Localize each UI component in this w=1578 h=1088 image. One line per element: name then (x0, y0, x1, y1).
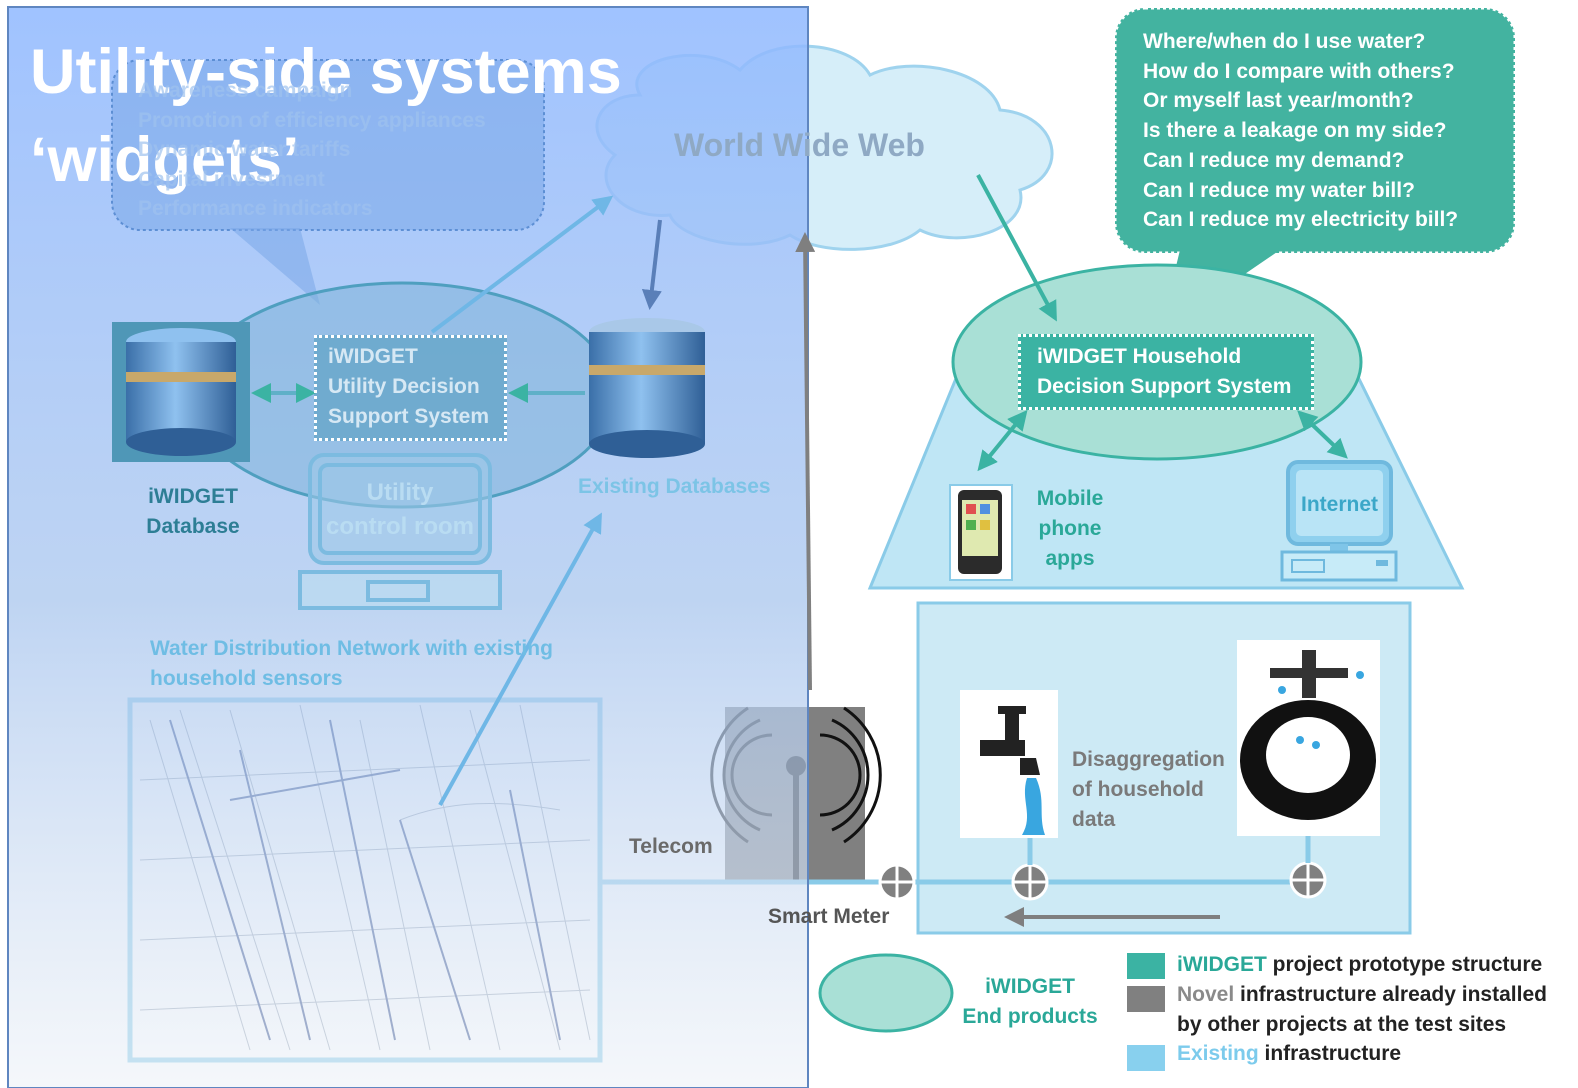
tap-icon (960, 690, 1058, 838)
title-line-1: Utility-side systems (30, 37, 622, 107)
control-room-computer-icon (298, 453, 502, 610)
disaggregation-line: Disaggregation (1072, 748, 1225, 771)
cloud-to-household-arrow (976, 174, 1057, 322)
end-products-line: iWIDGET (985, 975, 1075, 998)
question-item: Or myself last year/month? (1143, 89, 1414, 113)
legend-swatch-prototype (1127, 953, 1165, 979)
utility-dss-line: iWIDGET (328, 345, 418, 368)
mobile-line: apps (1045, 547, 1095, 570)
mobile-phone-icon (949, 484, 1013, 581)
utility-bubble-shape (111, 59, 545, 305)
dss-internet-arrow (1297, 410, 1348, 459)
question-item: How do I compare with others? (1143, 59, 1455, 83)
internet-computer-icon (1280, 460, 1398, 582)
question-item: Can I reduce my water bill? (1143, 178, 1415, 202)
disaggregation-label: Disaggregation of household data (1072, 745, 1225, 835)
internet-label: Internet (1300, 493, 1378, 516)
question-item: Can I reduce my electricity bill? (1143, 208, 1459, 232)
network-label-line: Water Distribution Network with existing (150, 637, 553, 660)
toilet-node (1289, 861, 1327, 899)
network-label: Water Distribution Network with existing… (150, 634, 553, 694)
utility-dss-text: iWIDGET Utility Decision Support System (328, 342, 489, 432)
network-label-line: household sensors (150, 667, 343, 690)
question-item: Is there a leakage on my side? (1143, 119, 1447, 143)
end-products-line: End products (962, 1005, 1098, 1028)
iwidget-database-label: iWIDGET Database (120, 482, 266, 542)
legend-key: Novel (1177, 983, 1235, 1006)
disaggregation-line: data (1072, 808, 1116, 831)
title-line-2: ‘widgets’ (30, 125, 300, 195)
dss-mobile-arrow (977, 409, 1028, 472)
utility-bubble-item: Performance indicators (138, 197, 373, 220)
existing-database-icon (589, 318, 705, 458)
mobile-label: Mobile phone apps (1020, 484, 1120, 574)
utility-dss-line: Support System (328, 405, 490, 428)
legend-text: infrastructure already installed (1234, 983, 1547, 1006)
page-title: Utility-side systems ‘widgets’ (30, 28, 622, 204)
mobile-line: phone (1038, 517, 1102, 540)
cloud-to-db-arrow (641, 219, 662, 310)
question-item: Can I reduce my demand? (1143, 148, 1405, 172)
legend-item-novel: Novel infrastructure already installed b… (1177, 980, 1547, 1040)
household-dss-box (1018, 334, 1314, 410)
legend-swatch-existing (1127, 1045, 1165, 1071)
utility-dss-box (314, 335, 507, 441)
legend-key: iWIDGET (1177, 953, 1267, 976)
questions-text: Where/when do I use water? How do I comp… (1143, 27, 1458, 235)
legend-key: Existing (1177, 1042, 1259, 1065)
mobile-line: Mobile (1036, 487, 1104, 510)
telecom-label: Telecom (629, 835, 713, 858)
toilet-icon (1237, 640, 1380, 836)
legend-end-product-ellipse (818, 953, 954, 1033)
legend-end-products-label: iWIDGET End products (960, 972, 1100, 1032)
utility-bubble-item: Dynamic water tariffs (138, 138, 351, 161)
utility-dss-line: Utility Decision (328, 375, 480, 398)
control-room-line: Utility (366, 479, 434, 506)
iwidget-db-line: Database (146, 515, 240, 538)
utility-bubble-text: Awareness campaign Promotion of efficien… (138, 76, 486, 224)
legend-swatch-novel (1127, 986, 1165, 1012)
household-dss-line: iWIDGET Household (1037, 345, 1242, 368)
utility-bubble-item: Promotion of efficiency appliances (138, 108, 486, 132)
cloud-label: World Wide Web (674, 127, 925, 163)
meter-to-cloud-arrow (795, 232, 816, 691)
network-to-db-arrow (438, 512, 602, 806)
household-dss-text: iWIDGET Household Decision Support Syste… (1037, 342, 1291, 402)
utility-bubble-item: Awareness campaign (138, 79, 353, 102)
legend-item-prototype: iWIDGET project prototype structure (1177, 950, 1542, 980)
question-item: Where/when do I use water? (1143, 30, 1426, 53)
legend-text: project prototype structure (1266, 953, 1543, 976)
legend-item-existing: Existing infrastructure (1177, 1039, 1401, 1069)
existing-databases-label: Existing Databases (578, 475, 771, 498)
smart-meter-label: Smart Meter (768, 905, 890, 928)
tap-node (1011, 863, 1049, 901)
control-room-line: control room (326, 513, 474, 540)
household-dss-line: Decision Support System (1037, 375, 1292, 398)
disaggregation-line: of household (1072, 778, 1204, 801)
meter-node (878, 863, 916, 901)
iwidget-db-line: iWIDGET (148, 485, 238, 508)
iwidget-database-icon (112, 322, 250, 462)
legend-text: infrastructure (1258, 1042, 1402, 1065)
dss-to-cloud-arrow (430, 195, 614, 334)
utility-bubble-item: Capital investment (138, 167, 325, 191)
legend-text-line2: by other projects at the test sites (1177, 1013, 1507, 1036)
control-room-label: Utility control room (310, 476, 490, 544)
